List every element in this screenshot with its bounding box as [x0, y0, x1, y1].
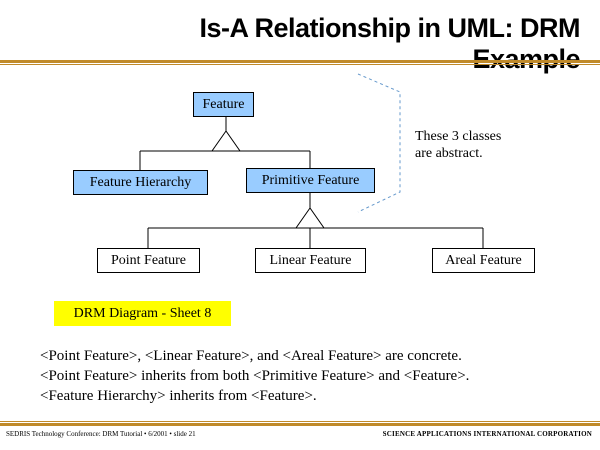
footer-conference: SEDRIS Technology Conference: DRM Tutori…: [6, 430, 196, 438]
abstract-note-line: These 3 classes: [415, 129, 502, 144]
abstract-note-line: are abstract.: [415, 146, 483, 161]
description-line: <Point Feature> inherits from both <Prim…: [40, 368, 470, 384]
abstract-note: These 3 classes are abstract.: [415, 128, 501, 162]
class-primitive-feature: Primitive Feature: [246, 168, 375, 193]
abstract-bracket: [357, 73, 401, 213]
top-rule-thin: [0, 64, 600, 65]
class-areal-feature: Areal Feature: [432, 248, 535, 273]
top-rule: [0, 60, 600, 63]
description-line: <Point Feature>, <Linear Feature>, and <…: [40, 348, 462, 364]
sheet-label: DRM Diagram - Sheet 8: [54, 301, 231, 326]
bottom-rule-thin: [0, 421, 600, 422]
description-line: <Feature Hierarchy> inherits from <Featu…: [40, 388, 317, 404]
bottom-rule: [0, 423, 600, 426]
class-point-feature: Point Feature: [97, 248, 200, 273]
class-linear-feature: Linear Feature: [255, 248, 366, 273]
footer-company: SCIENCE APPLICATIONS INTERNATIONAL CORPO…: [382, 430, 592, 438]
generalization-arrow: [295, 207, 325, 229]
class-feature-hierarchy: Feature Hierarchy: [73, 170, 208, 195]
slide-title: Is-A Relationship in UML: DRM Example: [199, 13, 581, 74]
description: <Point Feature>, <Linear Feature>, and <…: [40, 346, 469, 406]
class-feature: Feature: [193, 92, 254, 117]
generalization-arrow: [211, 130, 241, 152]
